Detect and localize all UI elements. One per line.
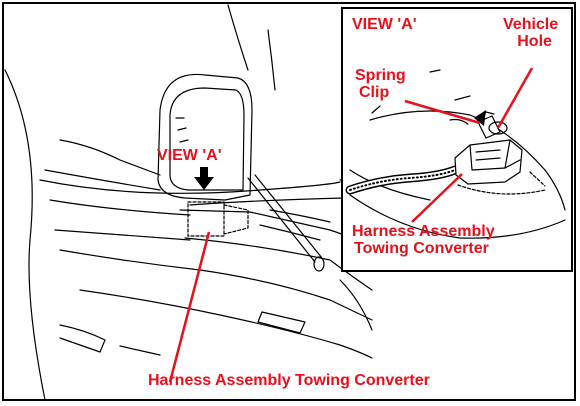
inset-view-label: VIEW 'A' (352, 16, 417, 33)
view-a-region (187, 201, 225, 237)
vehicle-hole-line1: Vehicle (503, 16, 559, 33)
main-harness-label: Harness Assembly Towing Converter (148, 372, 430, 389)
inset-illustration (345, 69, 566, 239)
clip-direction-icon (474, 110, 486, 126)
vehicle-hole-line2: Hole (517, 32, 552, 50)
inset-harness-line2: Towing Converter (354, 239, 489, 257)
arrow-down-icon (194, 167, 214, 190)
spring-clip-leader (404, 99, 481, 125)
spring-clip-label: Spring Clip (355, 67, 406, 102)
inset-harness-label: Harness Assembly Towing Converter (352, 223, 495, 258)
outer-border (2, 2, 576, 401)
inset-panel (341, 7, 573, 272)
spring-clip-line2: Clip (359, 83, 390, 101)
vehicle-hole-leader (496, 67, 534, 129)
inset-harness-line1: Harness Assembly (352, 223, 495, 240)
inset-harness-leader (411, 173, 463, 223)
vehicle-hole-label: Vehicle Hole (503, 16, 559, 51)
vehicle-rear-illustration (4, 4, 376, 401)
main-harness-leader (168, 231, 211, 383)
spring-clip-line1: Spring (355, 67, 406, 84)
main-view-label: VIEW 'A' (157, 147, 222, 164)
